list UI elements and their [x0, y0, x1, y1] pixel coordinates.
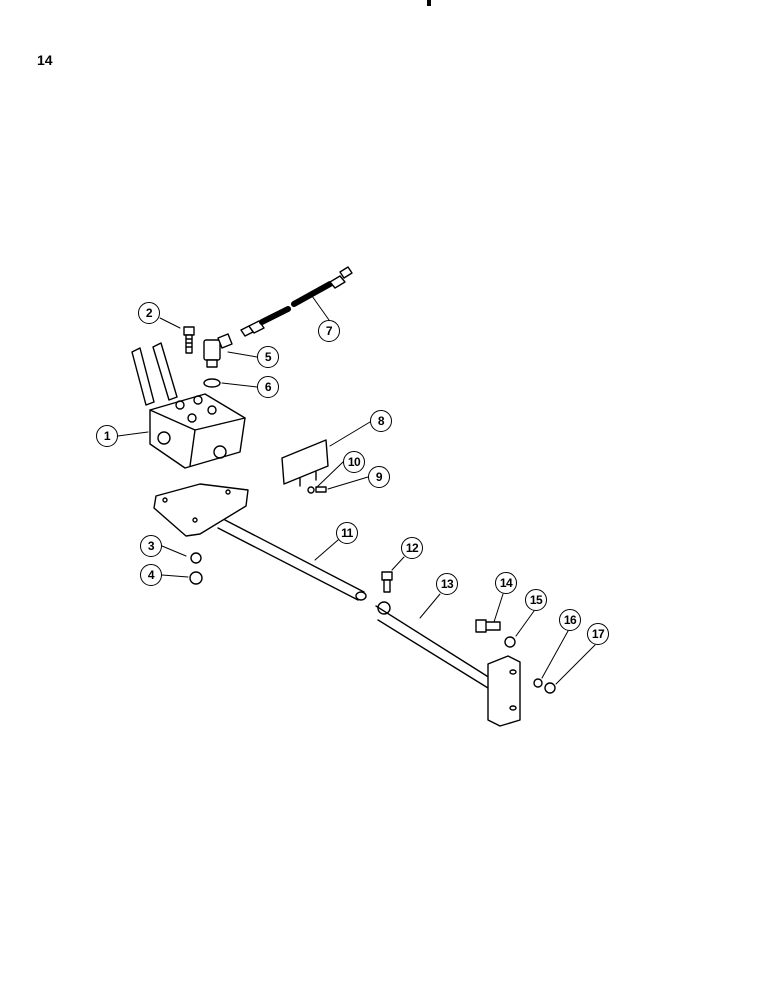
callout-5: 5	[257, 346, 279, 368]
leader-lines	[117, 295, 596, 685]
o-ring	[203, 378, 221, 388]
callout-1: 1	[96, 425, 118, 447]
control-valve	[131, 342, 246, 469]
hardware-14-17	[475, 619, 556, 694]
callout-11: 11	[336, 522, 358, 544]
hydraulic-hose	[240, 266, 353, 337]
cover-plate	[281, 439, 329, 487]
callout-6: 6	[257, 376, 279, 398]
page-number: 14	[37, 52, 53, 68]
nut-4	[189, 571, 203, 585]
lockwasher-3	[190, 552, 202, 564]
bolt-12	[381, 571, 393, 593]
mount-bracket-tube	[153, 483, 367, 601]
screw-9	[315, 486, 327, 493]
callout-9: 9	[368, 466, 390, 488]
callout-2: 2	[138, 302, 160, 324]
washer-10	[307, 486, 315, 494]
callout-4: 4	[140, 564, 162, 586]
callout-12: 12	[401, 537, 423, 559]
callout-7: 7	[318, 320, 340, 342]
callout-14: 14	[495, 572, 517, 594]
top-edge-mark	[427, 0, 431, 6]
callout-3: 3	[140, 535, 162, 557]
bolt-2	[183, 326, 195, 354]
elbow-fitting	[203, 333, 233, 368]
callout-16: 16	[559, 609, 581, 631]
callout-13: 13	[436, 573, 458, 595]
callout-17: 17	[587, 623, 609, 645]
support-arm	[375, 601, 521, 727]
callout-10: 10	[343, 451, 365, 473]
callout-8: 8	[370, 410, 392, 432]
callout-15: 15	[525, 589, 547, 611]
